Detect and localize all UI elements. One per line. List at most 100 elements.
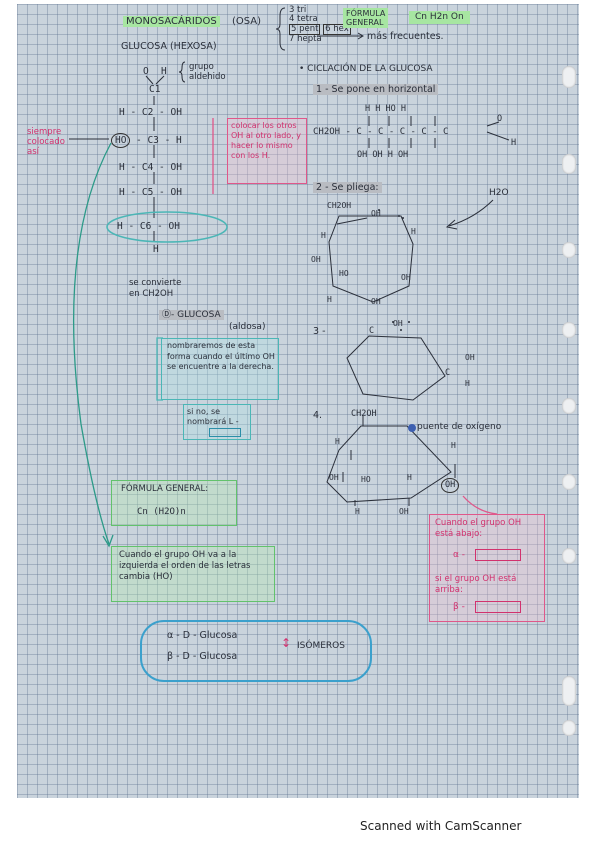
step3-title: 3 - (313, 326, 326, 337)
ring4-oh-left: OH (329, 473, 339, 482)
teal-note: nombraremos de esta forma cuando el últi… (167, 341, 275, 371)
cyclization-bullet: • CICLACIÓN DE LA GLUCOSA (299, 64, 433, 74)
general-formula: Cn H2n On (409, 11, 470, 24)
ring4-oh-anomeric: OH (441, 478, 460, 493)
anomer-up-note: si el grupo OH está arriba: (435, 574, 517, 595)
ring4-outline (326, 425, 452, 503)
ring2-oh-right: OH (401, 273, 411, 282)
chain-c3: - C3 - H (136, 135, 182, 146)
step1-title: 1 - Se pone en horizontal (313, 84, 439, 95)
formula-general-value: Cn (H2O)n (137, 507, 186, 517)
l-blank (209, 428, 241, 437)
ring3-c-top: C (369, 326, 375, 336)
anomer-down-note: Cuando el grupo OH está abajo: (435, 518, 522, 539)
isomer-label: ISÓMEROS (297, 641, 345, 651)
ring2-outline (328, 215, 414, 303)
teal-note-box (161, 338, 279, 400)
isomer-arrow-icon: ↕ (281, 636, 292, 650)
ring4-bonds (342, 416, 456, 506)
step1-chain: CH2OH - C - C - C - C - C (313, 127, 449, 137)
convert-note: se convierte en CH2OH (129, 278, 182, 299)
alpha-d-glucose: α - D - Glucosa (167, 630, 238, 641)
osa-label: (OSA) (232, 16, 262, 27)
aldehyde-h: H (161, 66, 167, 77)
curved-arrow (73, 142, 112, 545)
binder-hole (562, 322, 576, 338)
ring2-h-right: H (411, 227, 416, 236)
chain-c6-h: H (153, 244, 159, 255)
ring2-h-bottom: H (327, 295, 332, 304)
ring4-h-bottom: H (355, 507, 360, 516)
ring3-h: H (465, 379, 470, 388)
l-note: si no, se nombrará L - (187, 407, 239, 426)
aldehyde-bonds (145, 75, 165, 85)
chain-c5: H - C5 - OH (119, 187, 182, 198)
water-arrow (448, 199, 494, 227)
carbon-list: 3 tri 4 tetra 5 pent 6 hex 7 hepta (289, 5, 351, 44)
aldehyde-o: O (143, 66, 149, 77)
oxygen-bridge-label: puente de oxígeno (417, 422, 502, 432)
chain-c6: H - C6 - OH (117, 221, 180, 232)
chain-c4: H - C4 - OH (119, 162, 182, 173)
alpha-blank (475, 549, 521, 561)
formula-label: FÓRMULA GENERAL (343, 8, 389, 28)
frequent-note: más frecuentes. (367, 31, 444, 42)
pink-note: colocar los otros OH al otro lado, y hac… (231, 121, 302, 160)
ring2-top-bond (336, 217, 368, 225)
bridge-marker-icon (408, 424, 416, 432)
binder-hole (562, 474, 576, 490)
ring4-oh-bottom: OH (399, 507, 409, 516)
d-glucose-label: Ⓓ- GLUCOSA (159, 310, 224, 321)
notebook-page: MONOSACÁRIDOS (OSA) 3 tri 4 tetra 5 pent… (17, 4, 579, 798)
teal-bracket (156, 337, 163, 401)
chain-c1: C1 (149, 84, 161, 95)
scanner-watermark: Scanned with CamScanner (360, 819, 522, 833)
always-note: siempre colocado así (27, 127, 65, 157)
water-label: H2O (489, 188, 509, 198)
formula-general-label: FÓRMULA GENERAL: (121, 484, 209, 494)
ring4-ch2oh: CH2OH (351, 409, 377, 419)
step1-h: H (511, 138, 517, 148)
step1-o: O (497, 114, 503, 124)
ring2-h-left: H (321, 231, 326, 240)
ring4-h-left: H (335, 437, 340, 446)
binder-hole (562, 676, 576, 706)
ring4-h-mid: H (407, 473, 412, 482)
ring3-outline (346, 335, 446, 401)
chain-c2: H - C2 - OH (119, 107, 182, 118)
l-note-box (183, 404, 251, 440)
c6-highlight (106, 211, 228, 243)
step1-top: H H HO H (365, 104, 406, 114)
binder-hole (562, 154, 576, 174)
step1-bottom: OH OH H OH (357, 150, 409, 160)
ring4-ho: HO (361, 475, 371, 484)
ring2-ho: HO (339, 269, 349, 278)
isomer-outline (140, 620, 372, 682)
binder-hole (562, 398, 576, 414)
step4-title: 4. (313, 410, 323, 421)
aldose-label: (aldosa) (229, 322, 266, 332)
binder-hole (562, 66, 576, 88)
oh-arrow (462, 495, 498, 515)
beta-blank (475, 601, 521, 613)
frequent-arrowhead (357, 32, 364, 40)
step1-aldehyde (486, 121, 510, 141)
water-arrowhead (445, 219, 458, 230)
glucose-title: GLUCOSA (HEXOSA) (121, 41, 217, 52)
ring2-oh-left: OH (311, 255, 321, 264)
ring2-oh-bottom: OH (371, 297, 381, 306)
beta-d-glucose: β - D - Glucosa (167, 651, 238, 662)
pink-note-box (227, 118, 307, 184)
ring4-h-right: H (451, 441, 456, 450)
anomer-beta: β - (453, 602, 465, 612)
page-title: MONOSACÁRIDOS (123, 16, 220, 27)
group-note: grupo aldehido (189, 62, 226, 82)
formula-box (111, 480, 237, 526)
header-brace (275, 7, 286, 51)
curved-arrowhead (102, 534, 114, 548)
ring3-o: OH (393, 319, 403, 328)
drawing-layer (69, 7, 510, 548)
binder-hole (562, 720, 576, 736)
ring2-oh-top: OH (371, 209, 381, 218)
anomer-box (429, 514, 545, 622)
